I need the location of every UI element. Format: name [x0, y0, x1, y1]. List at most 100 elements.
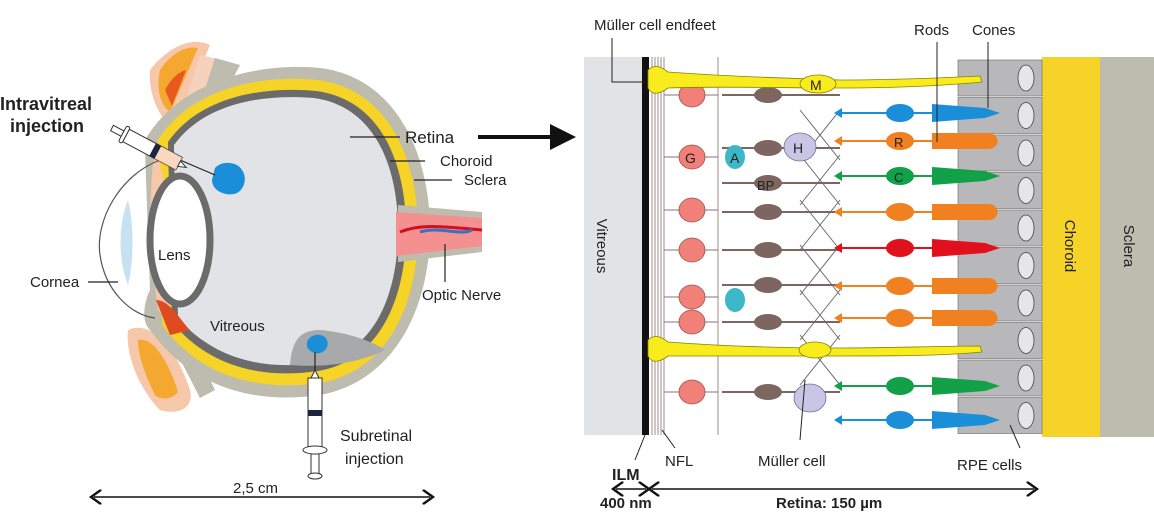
retina-label: Retina: [405, 128, 455, 147]
nfl-label: NFL: [665, 453, 693, 470]
intravitreal-drug-bleb: [212, 162, 245, 195]
choroid-panel: [1042, 57, 1100, 437]
rod-outer-segment: [932, 310, 998, 326]
cone-outer-segment: [932, 411, 1000, 429]
bipolar-letter: BP: [757, 178, 774, 193]
cornea: [98, 159, 161, 319]
muller-cell-bottom: [647, 336, 983, 362]
ilm-label: ILM: [612, 467, 640, 484]
choroid-label: Choroid: [440, 153, 493, 170]
optic-nerve: [396, 205, 483, 262]
rpe-nucleus: [1017, 139, 1035, 167]
rpe-nucleus: [1017, 102, 1035, 129]
synaptic-terminal: [834, 381, 842, 391]
sclera-panel-label: Sclera: [1120, 225, 1137, 268]
cone-letter: C: [894, 170, 903, 185]
rpe-nucleus: [1017, 177, 1035, 204]
cones-label: Cones: [972, 22, 1015, 39]
bipolar-cell: [754, 175, 782, 191]
bipolar-cell: [754, 384, 782, 400]
rod-outer-segment: [932, 204, 998, 220]
eye-scale-label: 2,5 cm: [233, 480, 278, 497]
cornea-label: Cornea: [30, 274, 80, 291]
bipolar-cell: [754, 242, 782, 258]
synaptic-terminal: [834, 136, 842, 146]
cone-cell-body: [886, 411, 914, 429]
cone-outer-segment: [932, 239, 1000, 257]
muller-letter: M: [810, 77, 822, 93]
choroid-panel-label: Choroid: [1061, 220, 1078, 273]
ilm-thickness-label: 400 nm: [600, 495, 652, 512]
muller-endfeet-label: Müller cell endfeet: [594, 17, 717, 34]
ganglion-cell: [678, 144, 706, 170]
synaptic-terminal: [834, 415, 842, 425]
vitreous-panel: [584, 57, 642, 435]
muller-cell-top: M: [647, 66, 983, 94]
nerve-fiber-layer: [651, 57, 719, 435]
ganglion-cell: [678, 237, 706, 263]
rod-outer-segment: [932, 278, 998, 294]
lens-label: Lens: [158, 247, 191, 264]
rpe-nucleus: [1017, 402, 1035, 429]
rod-cell-body: [886, 132, 914, 150]
horizontal-letter: H: [793, 140, 803, 156]
rod-cell-body: [886, 277, 914, 295]
ilm-membrane: [642, 57, 649, 435]
rod-cell-body: [886, 309, 914, 327]
rpe-nucleus: [1017, 327, 1035, 354]
ganglion-cell: [678, 284, 706, 310]
cone-outer-segment: [932, 377, 1000, 395]
synaptic-terminal: [834, 207, 842, 217]
sclera-label: Sclera: [464, 172, 507, 189]
ganglion-cell: [678, 309, 706, 335]
bipolar-cell: [754, 87, 782, 103]
bipolar-cell: [754, 204, 782, 220]
rpe-nucleus: [1017, 289, 1035, 317]
rpe-nucleus: [1017, 64, 1035, 92]
synaptic-terminal: [834, 281, 842, 291]
intravitreal-label-line1: Intravitreal: [0, 94, 92, 114]
rod-outer-segment: [932, 133, 998, 149]
rpe-nucleus: [1017, 252, 1035, 279]
ganglion-cell: [678, 379, 706, 405]
amacrine-cell: [725, 145, 745, 169]
rods-label: Rods: [914, 22, 949, 39]
synaptic-terminal: [834, 313, 842, 323]
horizontal-cell: [783, 132, 817, 162]
rod-letter: R: [894, 135, 903, 150]
sclera-panel: [1100, 57, 1154, 437]
bipolar-cell: [754, 277, 782, 293]
retina-thickness-label: Retina: 150 µm: [776, 495, 882, 512]
synaptic-terminal: [834, 171, 842, 181]
rpe-layer: [957, 59, 1043, 434]
muller-cell-label: Müller cell: [758, 453, 826, 470]
bipolar-cell: [754, 314, 782, 330]
vitreous-label: Vitreous: [210, 318, 265, 335]
cone-cell-body: [886, 239, 914, 257]
intravitreal-syringe: [109, 124, 216, 176]
subretinal-label-line1: Subretinal: [340, 428, 412, 445]
horizontal-cell: [793, 383, 827, 413]
synaptic-terminal: [834, 108, 842, 118]
rod-cell-body: [886, 203, 914, 221]
ganglion-cell: [678, 197, 706, 223]
bipolar-cell: [754, 140, 782, 156]
rpe-cells-label: RPE cells: [957, 457, 1022, 474]
subretinal-syringe: [302, 352, 328, 480]
vitreous-panel-label: Vitreous: [593, 219, 610, 274]
rpe-nucleus: [1017, 364, 1035, 392]
cone-cell-body: [886, 167, 914, 185]
cone-outer-segment: [932, 167, 1000, 185]
eye-cross-section: Intravitreal injection Retina Choroid Sc…: [0, 41, 576, 497]
cone-cell-body: [886, 104, 914, 122]
synaptic-terminal: [834, 243, 842, 253]
subretinal-drug-bleb: [306, 334, 328, 354]
subretinal-label-line2: injection: [345, 451, 404, 468]
cone-cell-body: [886, 377, 914, 395]
amacrine-cell: [725, 288, 745, 312]
intravitreal-label-line2: injection: [10, 116, 84, 136]
ganglion-letter: G: [685, 150, 696, 166]
